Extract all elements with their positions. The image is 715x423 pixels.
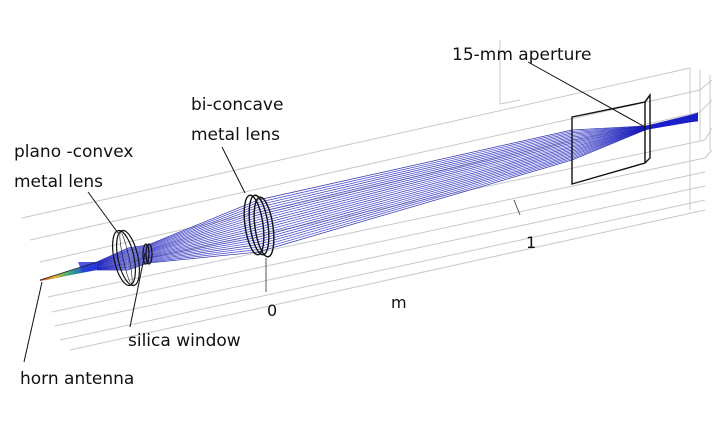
label-horn-antenna: horn antenna xyxy=(20,369,134,389)
axis-tick-1: 1 xyxy=(526,233,536,252)
horn-antenna xyxy=(39,261,98,281)
grid-plane xyxy=(21,40,713,351)
output-beam xyxy=(645,113,698,130)
aperture-frame xyxy=(571,92,651,185)
label-planoconvex-line1: plano -convex xyxy=(14,142,133,162)
beam-ray xyxy=(96,115,699,268)
axis-unit: m xyxy=(391,293,407,312)
label-biconcave-line1: bi-concave xyxy=(191,95,283,115)
axis-tick-0: 0 xyxy=(267,301,277,320)
label-biconcave-line2: metal lens xyxy=(191,125,280,145)
plano-convex-lens xyxy=(112,229,140,287)
axis-ticks xyxy=(265,199,521,292)
beam-rays xyxy=(96,112,699,271)
label-planoconvex-line2: metal lens xyxy=(14,172,103,192)
label-aperture: 15-mm aperture xyxy=(452,45,591,65)
silica-window xyxy=(142,243,153,265)
label-silica-window: silica window xyxy=(128,331,241,351)
bi-concave-lens xyxy=(243,194,275,258)
leader-lines xyxy=(23,61,646,363)
